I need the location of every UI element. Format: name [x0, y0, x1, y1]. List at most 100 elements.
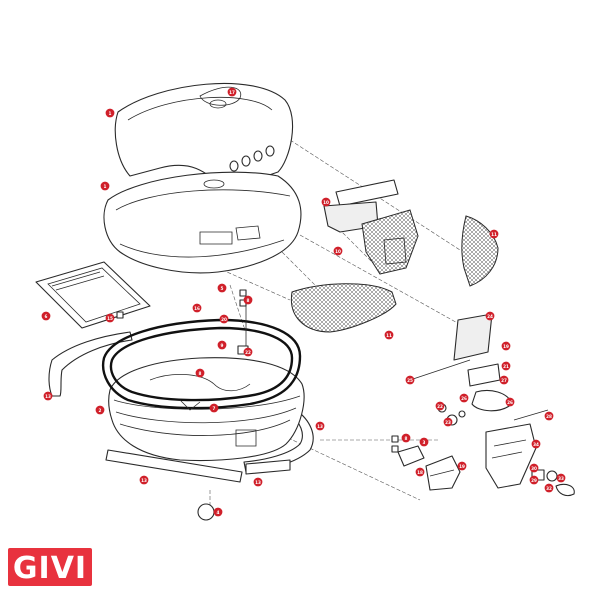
- callout-number: 21: [503, 364, 509, 369]
- callout-reflector-strip-left: 13: [43, 391, 53, 401]
- callout-number: 17: [229, 90, 235, 95]
- lid-inner-part: [103, 171, 302, 274]
- hinge-assembly: [237, 289, 249, 355]
- callout-latch-hinge: 3: [419, 437, 429, 447]
- callout-marker: [529, 463, 539, 473]
- callout-lock-spring: 19: [501, 341, 511, 351]
- callout-lid-top: 1: [105, 108, 115, 118]
- callout-marker: [333, 246, 343, 256]
- callout-number: 11: [491, 232, 497, 237]
- foot-knob-part: [197, 503, 215, 521]
- callout-marker: [499, 375, 509, 385]
- callout-back-plate: 24: [485, 311, 495, 321]
- callout-lid-inner: 1: [100, 181, 110, 191]
- callout-inner-strap: 8: [195, 368, 205, 378]
- callout-marker: [95, 405, 105, 415]
- callout-marker: [459, 393, 469, 403]
- callout-marker: [209, 403, 219, 413]
- callout-mesh-side: 11: [489, 229, 499, 239]
- callout-number: 25: [407, 378, 413, 383]
- callout-marker: [243, 347, 253, 357]
- panel-tray-part: [35, 261, 151, 329]
- callout-marker: [415, 467, 425, 477]
- callout-number: 24: [487, 314, 493, 319]
- callout-number: 20: [221, 317, 227, 322]
- callout-foot-knob: 4: [213, 507, 223, 517]
- callout-marker: [405, 375, 415, 385]
- callout-number: 33: [558, 476, 564, 481]
- callout-lock-rod-right: 28: [544, 411, 554, 421]
- callout-label-sticker: 7: [209, 403, 219, 413]
- callout-marker: [443, 417, 453, 427]
- callout-number: 34: [533, 442, 539, 447]
- callout-reflector-strip-right: 13: [315, 421, 325, 431]
- callout-number: 13: [45, 394, 51, 399]
- callout-marker: [243, 295, 253, 305]
- callout-marker: [227, 87, 237, 97]
- callout-number: 10: [323, 200, 329, 205]
- callout-number: 13: [255, 480, 261, 485]
- callout-number: 3: [423, 440, 426, 445]
- callout-number: 13: [141, 478, 147, 483]
- callout-number: 8: [199, 371, 202, 376]
- lid-buttons: [229, 145, 275, 172]
- callout-number: 28: [546, 414, 552, 419]
- givi-logo-background: [8, 548, 92, 586]
- callout-hinge-screw: 5: [217, 283, 227, 293]
- callout-number: 10: [335, 249, 341, 254]
- callout-marker: [105, 108, 115, 118]
- callout-hinge-pin: 8: [243, 295, 253, 305]
- callout-marker: [384, 330, 394, 340]
- givi-logo-text: GIVI: [13, 551, 87, 586]
- seal-gasket-part: [101, 318, 302, 411]
- callout-number: 29: [531, 478, 537, 483]
- callout-latch-block: 19: [457, 461, 467, 471]
- callout-marker: [529, 475, 539, 485]
- callout-marker: [105, 313, 115, 323]
- callout-marker: [435, 401, 445, 411]
- callout-number: 26: [507, 400, 513, 405]
- callout-marker: [501, 361, 511, 371]
- callout-number: 30: [531, 466, 537, 471]
- latch-assembly: [391, 435, 461, 491]
- callout-marker: [315, 421, 325, 431]
- callout-marker: [401, 433, 411, 443]
- callout-number: 8: [247, 298, 250, 303]
- callout-marker: [485, 311, 495, 321]
- callout-panel-tray: 6: [41, 311, 51, 321]
- callout-marker: [489, 229, 499, 239]
- callout-number: 22: [437, 404, 443, 409]
- callout-reflector-strip-bottom: 13: [253, 477, 263, 487]
- callout-number: 26: [461, 396, 467, 401]
- callout-lock-screw-a: 22: [435, 401, 445, 411]
- callout-number: 2: [99, 408, 102, 413]
- callout-marker: [544, 483, 554, 493]
- callout-seal-gasket: 20: [219, 314, 229, 324]
- callout-number: 9: [221, 343, 224, 348]
- callout-lock-clip: 29: [529, 475, 539, 485]
- callout-lid-badge: 17: [227, 87, 237, 97]
- callout-number: 19: [459, 464, 465, 469]
- callout-number: 15: [107, 316, 113, 321]
- callout-number: 1: [104, 184, 107, 189]
- callout-lock-cam: 26: [459, 393, 469, 403]
- callout-marker: [501, 341, 511, 351]
- callout-lock-body: 34: [531, 439, 541, 449]
- callout-number: 5: [221, 286, 224, 291]
- callout-marker: [195, 368, 205, 378]
- callout-marker: [544, 411, 554, 421]
- callout-marker: [213, 507, 223, 517]
- callout-number: 22: [245, 350, 251, 355]
- callout-marker: [100, 181, 110, 191]
- callout-number: 16: [194, 306, 200, 311]
- callout-lock-pin: 21: [501, 361, 511, 371]
- callout-mesh-liner: 11: [384, 330, 394, 340]
- callout-number: 8: [405, 436, 408, 441]
- callout-marker: [531, 439, 541, 449]
- callout-hinge-nut: 9: [217, 340, 227, 350]
- callout-reflector-strip-lower: 13: [139, 475, 149, 485]
- callout-marker: [217, 283, 227, 293]
- callout-mesh-pocket: 10: [333, 246, 343, 256]
